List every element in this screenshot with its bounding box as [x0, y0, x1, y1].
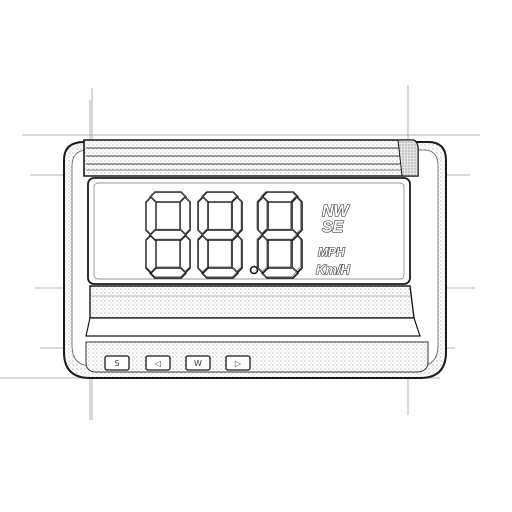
- compass-top-label: NW: [322, 203, 351, 220]
- unit-kmh-label: Km/H: [316, 262, 351, 277]
- digit-1-segment-g: [149, 229, 187, 241]
- right-arrow-icon: ▷: [235, 359, 242, 368]
- unit-mph-label: MPH: [318, 245, 345, 259]
- left-arrow-icon: ◁: [154, 359, 161, 368]
- digit-1-segment-e: [145, 234, 157, 274]
- left-button[interactable]: ◁: [145, 355, 171, 371]
- decimal-point: [249, 265, 259, 275]
- digit-3-segment-g-shade: [260, 228, 298, 240]
- compass-bottom-label: SE: [322, 219, 345, 236]
- right-button[interactable]: ▷: [225, 355, 251, 371]
- menu-button[interactable]: W: [185, 355, 211, 371]
- display-ledge: [85, 285, 421, 337]
- digit-1-segment-g-shade: [149, 228, 187, 240]
- digit-1-segment-b: [179, 196, 191, 236]
- set-icon: S: [114, 359, 119, 368]
- compass-indicator: NW SE: [321, 202, 351, 236]
- unit-indicator: MPH Km/H: [315, 244, 351, 277]
- set-button[interactable]: S: [104, 355, 130, 371]
- digit-2-segment-g-shade: [200, 228, 238, 240]
- display-screen: [87, 177, 411, 285]
- menu-icon: W: [194, 359, 202, 368]
- control-buttons: S ◁ W ▷: [104, 355, 251, 371]
- screen-hood: [83, 139, 419, 177]
- speed-readout-digits: [145, 191, 303, 279]
